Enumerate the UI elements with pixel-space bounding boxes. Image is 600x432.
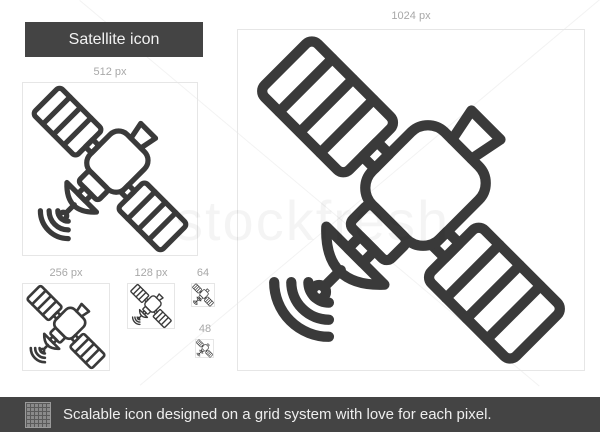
footer-text: Scalable icon designed on a grid system … [63, 406, 492, 423]
frame-512 [22, 82, 198, 256]
size-label-1024: 1024 px [391, 10, 431, 22]
frame-256 [22, 283, 110, 371]
frame-128 [127, 283, 175, 329]
satellite-icon-256 [22, 283, 110, 371]
frame-1024 [237, 29, 585, 371]
grid-icon [25, 401, 51, 428]
satellite-icon-64 [191, 283, 215, 307]
frame-64 [191, 283, 215, 307]
size-label-128: 128 px [134, 267, 168, 279]
size-label-48: 48 [198, 323, 212, 335]
satellite-icon-48 [195, 339, 214, 358]
size-label-512: 512 px [93, 66, 127, 78]
title-banner: Satellite icon [25, 22, 203, 57]
footer-banner: Scalable icon designed on a grid system … [0, 397, 600, 432]
frame-48 [195, 339, 214, 358]
satellite-icon-128 [127, 283, 175, 329]
page-title: Satellite icon [68, 30, 160, 48]
satellite-icon-1024 [237, 29, 585, 371]
satellite-icon-512 [22, 82, 198, 256]
size-label-64: 64 [196, 267, 210, 279]
size-label-256: 256 px [49, 267, 83, 279]
